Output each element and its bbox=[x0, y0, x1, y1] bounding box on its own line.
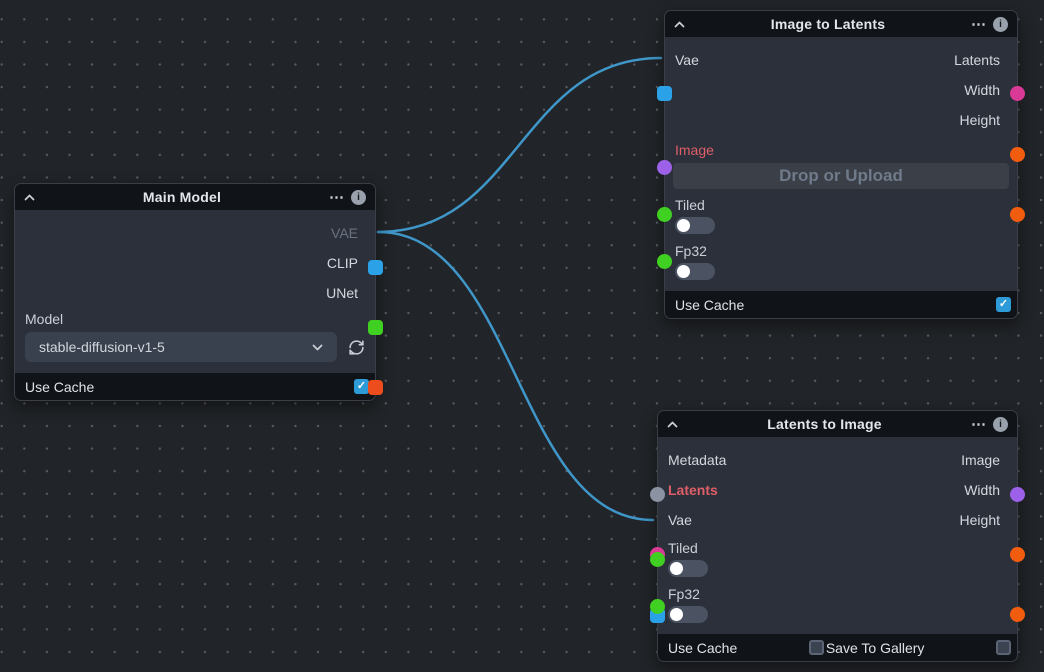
row-vae-height: Vae Height bbox=[650, 505, 1025, 623]
model-select-row: stable-diffusion-v1-5 bbox=[15, 332, 375, 362]
node-main-model-footer: Use Cache ✓ bbox=[15, 373, 375, 400]
node-main-model-header[interactable]: Main Model ⋯ i bbox=[15, 184, 375, 210]
chevron-down-icon bbox=[312, 344, 323, 351]
node-main-model-body: VAE CLIP UNet Model stable-diffusion-v1-… bbox=[15, 210, 383, 395]
output-label-height: Height bbox=[959, 512, 1000, 528]
node-latents-to-image-footer: Use Cache Save To Gallery bbox=[658, 634, 1017, 661]
use-cache-label: Use Cache bbox=[675, 296, 745, 313]
output-label-clip: CLIP bbox=[326, 255, 358, 271]
output-label-image: Image bbox=[961, 452, 1000, 468]
input-label-image: Image bbox=[675, 142, 714, 158]
handle-input-metadata[interactable] bbox=[650, 486, 665, 502]
node-image-to-latents[interactable]: Image to Latents ⋯ i Vae Latents Width H… bbox=[657, 10, 1025, 319]
toggle-knob bbox=[670, 562, 683, 575]
row-width: Width bbox=[665, 75, 1025, 162]
node-menu-ellipsis-icon[interactable]: ⋯ bbox=[971, 415, 987, 433]
handle-output-height[interactable] bbox=[1010, 606, 1025, 622]
info-icon[interactable]: i bbox=[993, 416, 1008, 432]
handle-output-height[interactable] bbox=[1010, 206, 1025, 222]
info-icon[interactable]: i bbox=[993, 16, 1008, 32]
fp32-toggle[interactable] bbox=[675, 263, 715, 280]
input-label-tiled: Tiled bbox=[675, 197, 705, 213]
edge-mainmodel-vae-to-latentstoimage-vae[interactable] bbox=[376, 230, 655, 522]
use-cache-label: Use Cache bbox=[668, 639, 738, 656]
collapse-chevron-icon[interactable] bbox=[667, 421, 678, 428]
tiled-toggle[interactable] bbox=[668, 560, 708, 577]
handle-output-image[interactable] bbox=[1010, 486, 1025, 502]
handle-input-tiled[interactable] bbox=[650, 551, 665, 567]
node-main-model[interactable]: Main Model ⋯ i VAE CLIP UNet Model stabl… bbox=[14, 183, 383, 401]
input-label-metadata: Metadata bbox=[668, 452, 727, 468]
node-latents-to-image-body: Metadata Image Latents Width Vae Height … bbox=[650, 437, 1025, 634]
output-label-height: Height bbox=[959, 112, 1000, 128]
save-to-gallery-checkbox[interactable] bbox=[996, 640, 1011, 655]
handle-output-unet[interactable] bbox=[368, 379, 383, 395]
output-label-vae: VAE bbox=[331, 225, 358, 241]
collapse-chevron-icon[interactable] bbox=[674, 21, 685, 28]
output-row-unet: UNet bbox=[15, 278, 383, 395]
node-image-to-latents-footer: Use Cache ✓ bbox=[665, 291, 1017, 318]
node-menu-ellipsis-icon[interactable]: ⋯ bbox=[971, 15, 987, 33]
model-select[interactable]: stable-diffusion-v1-5 bbox=[25, 332, 337, 362]
handle-input-vae[interactable] bbox=[657, 85, 672, 101]
output-label-width: Width bbox=[964, 482, 1000, 498]
node-title: Latents to Image bbox=[767, 416, 882, 432]
row-latents-width: Latents Width bbox=[650, 475, 1025, 562]
handle-output-vae[interactable] bbox=[368, 259, 383, 275]
model-field-label: Model bbox=[25, 311, 64, 327]
output-label-unet: UNet bbox=[326, 285, 358, 301]
input-label-latents: Latents bbox=[668, 482, 718, 498]
collapse-chevron-icon[interactable] bbox=[24, 194, 35, 201]
row-vae-latents: Vae Latents bbox=[657, 45, 1025, 101]
output-row-vae: VAE bbox=[15, 218, 383, 275]
save-to-gallery-label: Save To Gallery bbox=[825, 639, 925, 656]
handle-output-clip[interactable] bbox=[368, 319, 383, 335]
toggle-knob bbox=[677, 265, 690, 278]
row-height: Height bbox=[665, 105, 1025, 222]
node-image-to-latents-body: Vae Latents Width Height Image Drop or U… bbox=[657, 37, 1025, 291]
image-drop-upload-zone[interactable]: Drop or Upload bbox=[673, 163, 1009, 189]
input-label-fp32: Fp32 bbox=[675, 243, 707, 259]
handle-input-fp32[interactable] bbox=[657, 253, 672, 269]
input-label-vae: Vae bbox=[675, 52, 699, 68]
node-title: Image to Latents bbox=[770, 16, 886, 32]
handle-output-latents[interactable] bbox=[1010, 85, 1025, 101]
handle-input-tiled[interactable] bbox=[657, 206, 672, 222]
row-metadata-image: Metadata Image bbox=[650, 445, 1025, 502]
refresh-models-icon[interactable] bbox=[348, 339, 365, 356]
node-latents-to-image-header[interactable]: Latents to Image ⋯ i bbox=[658, 411, 1017, 437]
use-cache-checkbox[interactable] bbox=[808, 640, 824, 655]
node-image-to-latents-header[interactable]: Image to Latents ⋯ i bbox=[665, 11, 1017, 37]
use-cache-checkbox[interactable]: ✓ bbox=[354, 379, 369, 394]
handle-input-fp32[interactable] bbox=[650, 598, 665, 614]
use-cache-checkbox[interactable]: ✓ bbox=[996, 297, 1011, 312]
handle-input-image[interactable] bbox=[657, 159, 672, 175]
output-row-clip: CLIP bbox=[15, 248, 383, 335]
toggle-knob bbox=[677, 219, 690, 232]
input-label-vae: Vae bbox=[668, 512, 692, 528]
node-menu-ellipsis-icon[interactable]: ⋯ bbox=[329, 188, 345, 206]
tiled-toggle[interactable] bbox=[675, 217, 715, 234]
output-label-width: Width bbox=[964, 82, 1000, 98]
info-icon[interactable]: i bbox=[351, 189, 366, 205]
node-title: Main Model bbox=[142, 189, 222, 205]
handle-output-width[interactable] bbox=[1010, 546, 1025, 562]
edge-mainmodel-vae-to-imagetolatents-vae[interactable] bbox=[376, 56, 663, 234]
use-cache-label: Use Cache bbox=[25, 378, 95, 395]
input-label-tiled: Tiled bbox=[668, 540, 698, 556]
fp32-toggle[interactable] bbox=[668, 606, 708, 623]
output-label-latents: Latents bbox=[954, 52, 1000, 68]
node-latents-to-image[interactable]: Latents to Image ⋯ i Metadata Image Late… bbox=[650, 410, 1025, 662]
input-label-fp32: Fp32 bbox=[668, 586, 700, 602]
handle-output-width[interactable] bbox=[1010, 146, 1025, 162]
model-select-value: stable-diffusion-v1-5 bbox=[39, 339, 165, 355]
toggle-knob bbox=[670, 608, 683, 621]
